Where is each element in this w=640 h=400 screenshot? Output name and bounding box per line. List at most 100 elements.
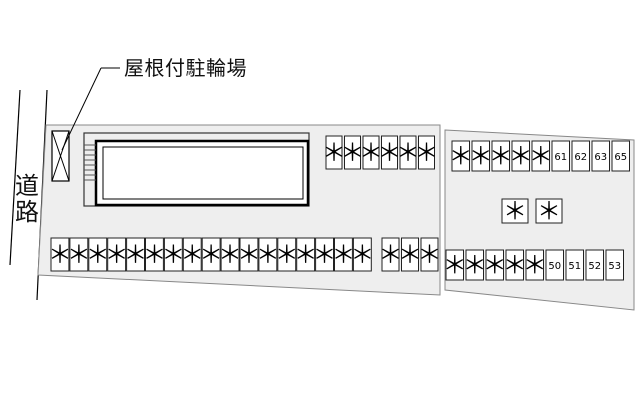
stall-number: 63: [594, 152, 607, 163]
parking-stall-box: [201, 237, 221, 272]
occupied-mark: ＊: [398, 241, 422, 269]
stall-number: 51: [568, 261, 581, 272]
parking-stall: ＊: [331, 237, 355, 272]
parking-stall-box: [126, 237, 145, 272]
legend-leader-line-diag: [61, 67, 102, 151]
parking-row-lot-bottom-mid: ＊＊＊: [379, 237, 442, 272]
occupied-mark: ＊: [503, 197, 527, 225]
parking-stall-box: [401, 237, 419, 272]
occupied-mark: ＊: [142, 241, 166, 269]
parking-stall: ＊: [529, 140, 553, 172]
parking-stall: ＊: [503, 249, 527, 281]
occupied-mark: ＊: [503, 251, 527, 279]
parking-stall: ＊: [275, 237, 299, 272]
parking-stall-box: [535, 198, 563, 224]
parking-stall-box: [163, 237, 183, 272]
parking-stall-box: [591, 140, 610, 172]
parking-stall: ＊: [322, 135, 346, 170]
parking-stall-box: [362, 135, 380, 170]
parking-stall-box: [485, 249, 504, 281]
parking-stall-box: [611, 140, 630, 172]
parking-stall: ＊: [67, 237, 91, 272]
parking-stall: ＊: [199, 237, 223, 272]
occupied-mark: ＊: [489, 142, 513, 170]
parking-stall: 50: [545, 249, 564, 281]
occupied-mark: ＊: [529, 142, 553, 170]
road-edge-left: [9, 89, 21, 266]
occupied-mark: ＊: [180, 241, 204, 269]
stall-number: 65: [614, 152, 627, 163]
parking-stall: ＊: [463, 249, 487, 281]
parking-stall-box: [50, 237, 70, 272]
parking-stall-box: [465, 249, 484, 281]
parking-stall: ＊: [105, 237, 129, 272]
stall-number: 61: [554, 152, 567, 163]
parking-stall-box: [277, 237, 297, 272]
occupied-mark: ＊: [48, 241, 72, 269]
parking-stall: ＊: [443, 249, 467, 281]
bicycle-parking-cross-2: [51, 130, 70, 182]
parking-row-lot-bottom-left: ＊＊＊＊＊＊＊＊＊＊＊＊＊＊＊＊＊: [48, 237, 374, 272]
occupied-mark: ＊: [256, 241, 280, 269]
parking-stall-box: [315, 237, 335, 272]
parking-stall: ＊: [449, 140, 473, 172]
parking-stall: 65: [611, 140, 630, 172]
parking-stall-box: [88, 237, 108, 272]
parking-stall-box: [551, 140, 570, 172]
parking-stall: ＊: [124, 237, 148, 272]
parking-stall-box: [545, 249, 564, 281]
occupied-mark: ＊: [379, 241, 403, 269]
parking-stall-box: [220, 237, 240, 272]
occupied-mark: ＊: [415, 139, 439, 167]
staircase-icon: [84, 144, 96, 181]
parking-stall-box: [399, 135, 417, 170]
occupied-mark: ＊: [359, 139, 383, 167]
parking-stall: ＊: [313, 237, 337, 272]
occupied-mark: ＊: [218, 241, 242, 269]
parking-stall-box: [571, 140, 590, 172]
parking-stall-box: [381, 237, 400, 272]
parking-stall-box: [585, 249, 604, 281]
parking-stall: ＊: [483, 249, 507, 281]
parking-stall-box: [565, 249, 584, 281]
parking-stall-box: [451, 140, 470, 172]
parking-stall: 51: [565, 249, 584, 281]
occupied-mark: ＊: [449, 142, 473, 170]
parking-stall: ＊: [161, 237, 185, 272]
parking-stall-box: [258, 237, 278, 272]
occupied-mark: ＊: [124, 241, 148, 269]
parking-row-lot-top: ＊＊＊＊＊＊: [322, 135, 439, 170]
occupied-mark: ＊: [396, 139, 420, 167]
parking-stall: ＊: [350, 237, 374, 272]
occupied-mark: ＊: [418, 241, 442, 269]
parking-stall: ＊: [142, 237, 166, 272]
parking-stall: ＊: [489, 140, 513, 172]
parking-stall-box: [296, 237, 316, 272]
occupied-mark: ＊: [237, 241, 261, 269]
parking-stall-box: [107, 237, 127, 272]
parking-stall: 53: [605, 249, 624, 281]
parking-stall: ＊: [535, 197, 563, 225]
parking-stall-box: [145, 237, 164, 272]
parking-stall: ＊: [218, 237, 242, 272]
occupied-mark: ＊: [105, 241, 129, 269]
building-core: [102, 146, 304, 200]
occupied-mark: ＊: [378, 139, 402, 167]
parking-stall-box: [69, 237, 89, 272]
parking-stall-box: [511, 140, 530, 172]
occupied-mark: ＊: [86, 241, 110, 269]
parking-stall: ＊: [237, 237, 261, 272]
parking-stall-box: [525, 249, 544, 281]
parking-stall: ＊: [341, 135, 365, 170]
parking-stall: ＊: [378, 135, 402, 170]
parking-stall: 52: [585, 249, 604, 281]
parking-stall: ＊: [48, 237, 72, 272]
parking-stall: 63: [591, 140, 610, 172]
parking-stall-box: [352, 237, 372, 272]
occupied-mark: ＊: [161, 241, 185, 269]
parking-stall: 61: [551, 140, 570, 172]
occupied-mark: ＊: [509, 142, 533, 170]
stall-number: 62: [574, 152, 587, 163]
occupied-mark: ＊: [537, 197, 561, 225]
